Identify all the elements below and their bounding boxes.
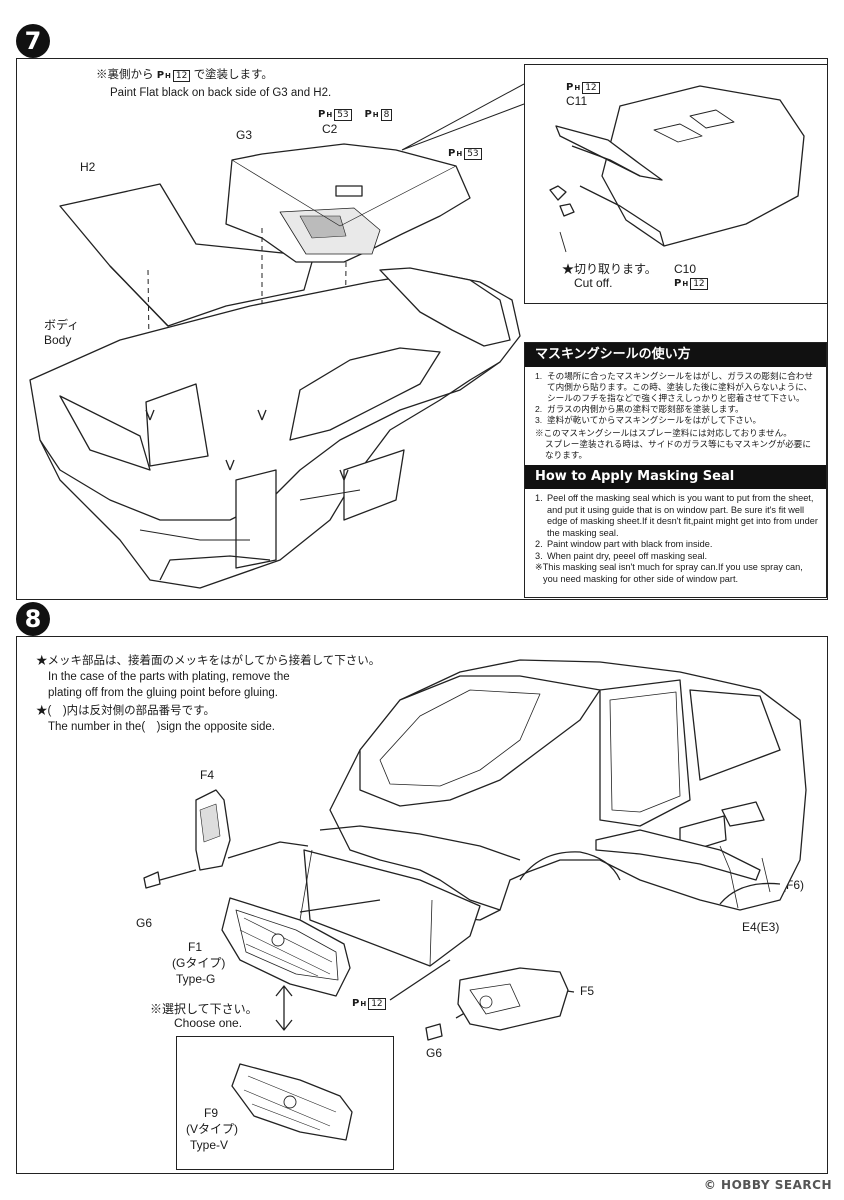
label-cut-en: Cut off. xyxy=(574,276,613,290)
label-f9-en: Type-V xyxy=(190,1138,229,1152)
watermark: © HOBBY SEARCH xyxy=(703,1178,832,1192)
label-h2: H2 xyxy=(80,160,96,174)
label-f1: F1 xyxy=(188,940,203,954)
plating-note-en-1: In the case of the parts with plating, r… xyxy=(48,671,290,683)
plating-note-en-2: plating off from the gluing point before… xyxy=(48,687,278,699)
label-f9: F9 xyxy=(204,1106,219,1120)
masking-title-jp: マスキングシールの使い方 xyxy=(525,343,826,367)
label-f1-jp: (Gタイプ) xyxy=(172,956,226,970)
paint-note-en: Paint Flat black on back side of G3 and … xyxy=(110,87,332,99)
label-choose-jp: ※選択して下さい。 xyxy=(150,1002,258,1016)
label-body-en: Body xyxy=(44,333,72,347)
plating-note-jp: ★メッキ部品は、接着面のメッキをはがしてから接着して下さい。 xyxy=(36,655,381,667)
grille-alt-box xyxy=(176,1036,394,1170)
opposite-note-en: The number in the( )sign the opposite si… xyxy=(48,721,275,733)
masking-seal-box: マスキングシールの使い方 1.その場所に合ったマスキングシールをはがし、ガラスの… xyxy=(524,342,827,598)
label-cut-jp: ★切り取ります。 xyxy=(562,262,657,276)
label-e4: E4(E3) xyxy=(742,920,780,934)
label-f1-en: Type-G xyxy=(176,972,216,986)
opposite-note-jp: ★( )内は反対側の部品番号です。 xyxy=(36,705,216,717)
label-f5: F5 xyxy=(580,984,595,998)
label-choose-en: Choose one. xyxy=(174,1016,243,1030)
step-7-number: 7 xyxy=(16,24,50,58)
label-c10: C10 xyxy=(674,262,697,276)
step-7-illustration xyxy=(29,83,805,589)
label-g6-left: G6 xyxy=(136,916,153,930)
label-g6-right: G6 xyxy=(426,1046,443,1060)
masking-body-jp: 1.その場所に合ったマスキングシールをはがし、ガラスの彫刻に合わせて内側から貼り… xyxy=(535,371,813,460)
masking-body-en: 1.Peel off the masking seal which is you… xyxy=(535,493,818,584)
label-body-jp: ボディ xyxy=(44,318,80,332)
label-f9-jp: (Vタイプ) xyxy=(186,1122,238,1136)
label-f4: F4 xyxy=(200,768,215,782)
label-c2: C2 xyxy=(322,122,338,136)
label-g3: G3 xyxy=(236,128,253,142)
step-8-number: 8 xyxy=(16,602,50,636)
label-c11: C11 xyxy=(566,94,588,108)
masking-title-en: How to Apply Masking Seal xyxy=(525,465,826,489)
